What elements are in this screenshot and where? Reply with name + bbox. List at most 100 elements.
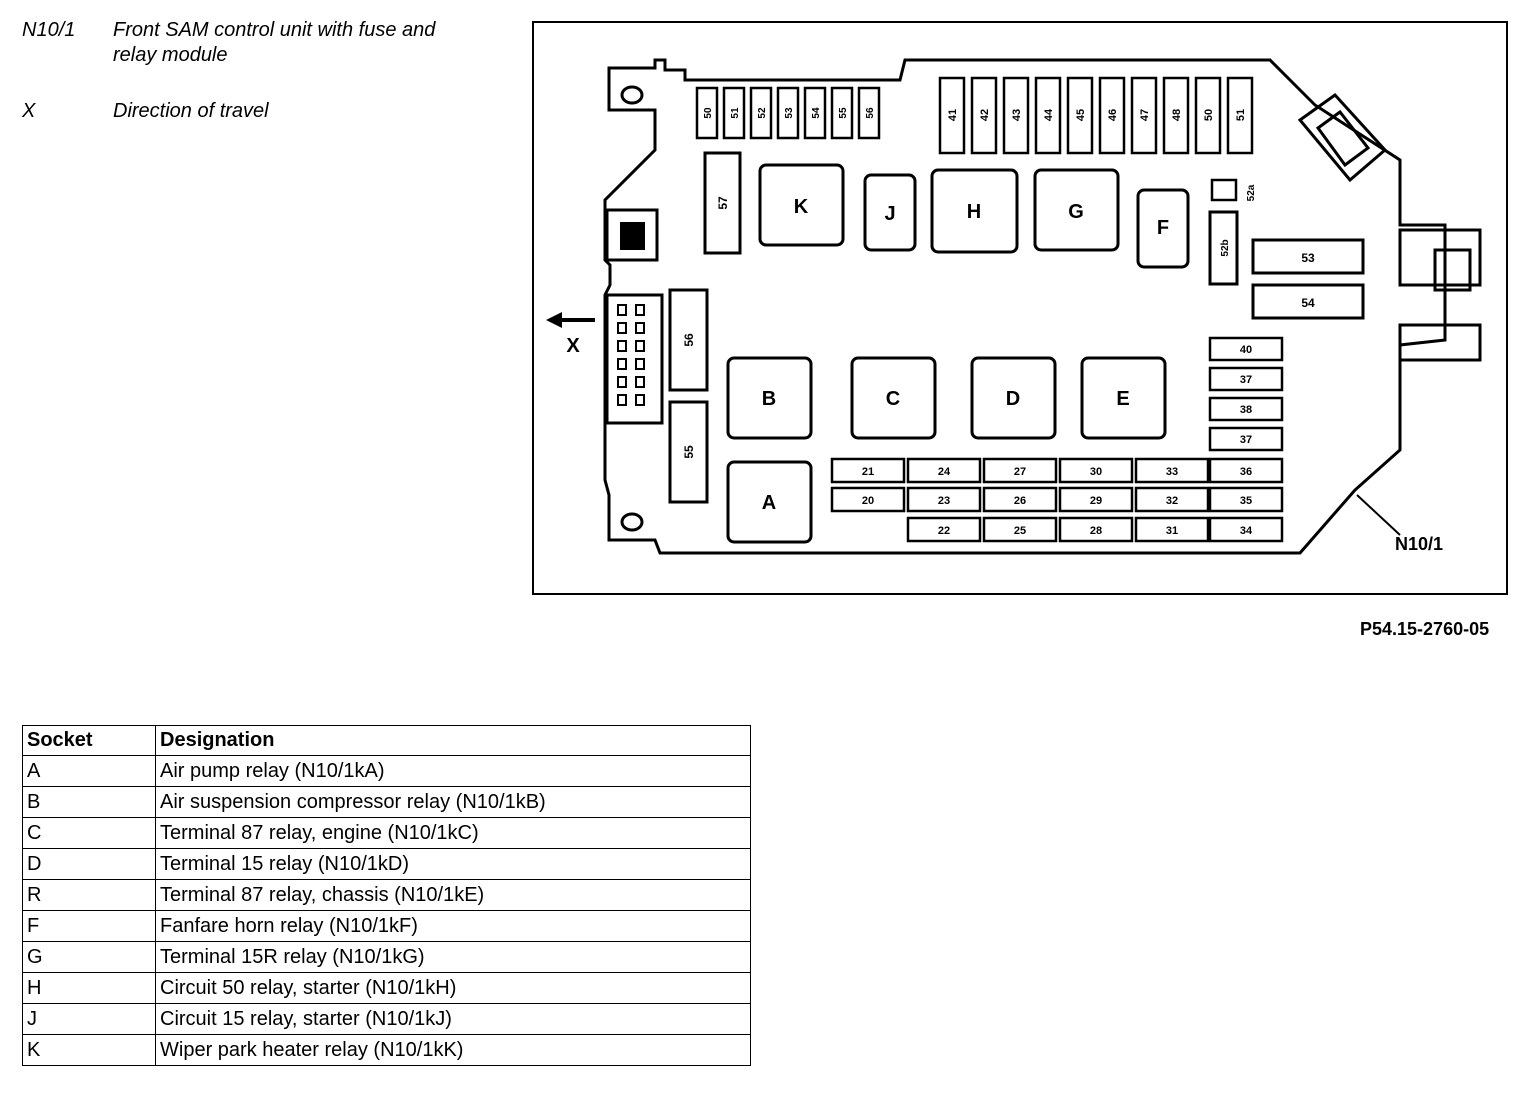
fuse-label: 51 bbox=[730, 107, 741, 119]
fuse bbox=[1162, 76, 1190, 155]
fuse bbox=[1208, 366, 1284, 392]
vertical-fuses: 57 56 55 52b bbox=[668, 151, 1239, 504]
relay-socket bbox=[1033, 168, 1120, 252]
relay-label: K bbox=[794, 196, 809, 218]
fuse-label: 26 bbox=[1014, 495, 1026, 507]
fuse-label: 31 bbox=[1166, 525, 1178, 537]
relay-socket bbox=[1080, 356, 1167, 440]
fuse bbox=[906, 457, 982, 484]
socket-cell: F bbox=[22, 910, 156, 942]
fuse bbox=[906, 486, 982, 513]
fuse-label: 23 bbox=[938, 495, 950, 507]
figure-reference: P54.15-2760-05 bbox=[1360, 619, 1490, 639]
fuse bbox=[906, 516, 982, 543]
direction-arrow bbox=[546, 312, 595, 328]
fuse-label: 36 bbox=[1240, 466, 1252, 478]
designation-cell: Terminal 15 relay (N10/1kD) bbox=[155, 848, 751, 880]
fuse-label: 40 bbox=[1240, 344, 1252, 356]
fuse bbox=[830, 457, 906, 484]
fuse bbox=[1208, 210, 1239, 286]
socket-cell: A bbox=[22, 755, 156, 787]
fuse-label: 35 bbox=[1240, 495, 1252, 507]
fuse bbox=[1130, 76, 1158, 155]
fuse bbox=[1208, 516, 1284, 543]
socket-cell: D bbox=[22, 848, 156, 880]
fuse-label: 21 bbox=[862, 466, 874, 478]
housing-outline bbox=[603, 58, 1447, 555]
fuse-label: 32 bbox=[1166, 495, 1178, 507]
fuse bbox=[1034, 76, 1062, 155]
relay-label: C bbox=[886, 388, 900, 410]
fuse bbox=[1058, 457, 1134, 484]
fuse-label: 24 bbox=[938, 466, 951, 478]
fuse bbox=[776, 86, 800, 140]
relay-label: F bbox=[1157, 217, 1169, 239]
fuse bbox=[1226, 76, 1254, 155]
table-header-row: Socket Designation bbox=[22, 725, 751, 756]
fuse bbox=[1208, 336, 1284, 362]
fuse bbox=[938, 76, 966, 155]
fuse-label: 33 bbox=[1166, 466, 1178, 478]
fuse-label: 53 bbox=[784, 107, 795, 119]
designation-cell: Air suspension compressor relay (N10/1kB… bbox=[155, 786, 751, 818]
fuse-label: 53 bbox=[1301, 251, 1315, 265]
side-connector bbox=[1398, 228, 1482, 362]
fuse-label: 37 bbox=[1240, 374, 1252, 386]
fuse-row-top-left: 50 51 52 53 54 55 56 bbox=[695, 86, 881, 140]
socket-cell: J bbox=[22, 1003, 156, 1035]
fuse-label: 55 bbox=[838, 107, 849, 119]
designation-cell: Terminal 87 relay, chassis (N10/1kE) bbox=[155, 879, 751, 911]
fuse-label: 50 bbox=[703, 107, 714, 119]
fuse bbox=[1098, 76, 1126, 155]
fuse bbox=[1002, 76, 1030, 155]
fuse bbox=[1208, 486, 1284, 513]
relay-label: E bbox=[1116, 388, 1129, 410]
designation-cell: Fanfare horn relay (N10/1kF) bbox=[155, 910, 751, 942]
plug-connector bbox=[605, 208, 659, 262]
fuse-label: 28 bbox=[1090, 525, 1102, 537]
fuse-label: 56 bbox=[865, 107, 876, 119]
relay-socket bbox=[1136, 188, 1190, 269]
designation-cell: Terminal 15R relay (N10/1kG) bbox=[155, 941, 751, 973]
legend-description: Direction of travel bbox=[113, 100, 269, 122]
fuse bbox=[1058, 486, 1134, 513]
relay-socket bbox=[758, 163, 845, 247]
legend-key: N10/1 bbox=[22, 19, 76, 41]
callout-line bbox=[1356, 494, 1401, 536]
fuse-label: 27 bbox=[1014, 466, 1026, 478]
socket-cell: C bbox=[22, 817, 156, 849]
fuse-label: 44 bbox=[1043, 108, 1055, 121]
fuse bbox=[982, 516, 1058, 543]
socket-cell: K bbox=[22, 1034, 156, 1066]
fuse bbox=[970, 76, 998, 155]
fuse-label: 29 bbox=[1090, 495, 1102, 507]
fuse-label: 47 bbox=[1139, 109, 1151, 121]
multi-pin-connector bbox=[617, 304, 645, 406]
legend-description: Front SAM control unit with fuse and rel… bbox=[113, 19, 436, 66]
fuse-label: 57 bbox=[716, 196, 730, 210]
fuse bbox=[1208, 457, 1284, 484]
relay-label: A bbox=[762, 492, 776, 514]
fuse-label: 56 bbox=[682, 333, 696, 347]
fuse bbox=[722, 86, 746, 140]
fuse bbox=[830, 486, 906, 513]
right-column-fuses: 40 37 38 37 bbox=[1208, 336, 1284, 452]
fuse-label: 45 bbox=[1075, 109, 1087, 121]
fuse bbox=[1134, 516, 1210, 543]
fuse-grid: 21 24 27 30 33 36 20 23 26 29 32 35 22 2… bbox=[830, 457, 1284, 543]
fuse-label: 30 bbox=[1090, 466, 1102, 478]
fuse-label: 52a bbox=[1246, 184, 1257, 201]
designation-cell: Wiper park heater relay (N10/1kK) bbox=[155, 1034, 751, 1066]
relay-label: H bbox=[967, 201, 981, 223]
right-fuses: 53 54 bbox=[1251, 238, 1365, 320]
fuse-label: 43 bbox=[1011, 109, 1023, 121]
fuse bbox=[749, 86, 773, 140]
fuse bbox=[857, 86, 881, 140]
fuse bbox=[982, 486, 1058, 513]
fuse-label: 38 bbox=[1240, 404, 1252, 416]
